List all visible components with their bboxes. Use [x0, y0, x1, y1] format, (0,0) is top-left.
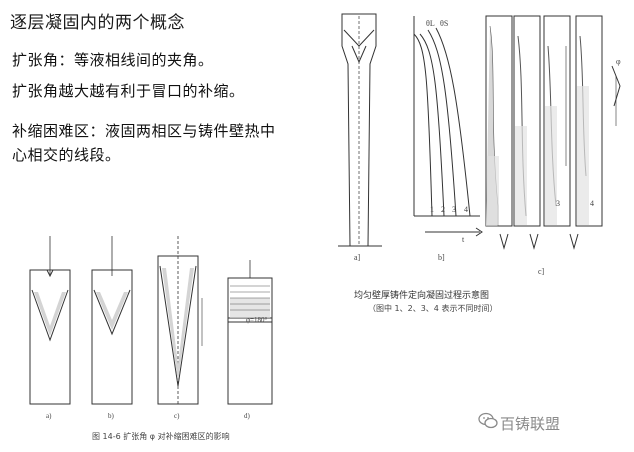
- panel-label-d: d): [244, 412, 251, 420]
- strip-3: 3: [556, 199, 560, 208]
- curve-4: 4: [464, 205, 468, 214]
- right-figure-caption: 均匀壁厚铸件定向凝固过程示意图: [354, 291, 490, 301]
- label-phi: φ: [616, 57, 621, 66]
- wechat-icon: [478, 412, 498, 429]
- statement-expansion-angle: 扩张角越大越有利于冒口的补缩。: [12, 82, 245, 100]
- curve-2: 2: [441, 205, 445, 214]
- expansion-angle-diagram: a) b) c) d) φ=180°: [29, 236, 273, 420]
- strip-4: 4: [590, 199, 594, 208]
- curve-1: 1: [430, 205, 434, 214]
- label-t: t: [462, 235, 465, 244]
- right-figure-caption-note: （图中 1、2、3、4 表示不同时间）: [368, 304, 498, 313]
- label-theta-s: θS: [440, 19, 448, 28]
- curve-3: 3: [452, 205, 456, 214]
- left-figure-caption: 图 14-6 扩张角 φ 对补缩困难区的影响: [92, 432, 230, 441]
- definition-expansion-angle: 扩张角：等液相线间的夹角。: [12, 51, 214, 69]
- page-title: 逐层凝固内的两个概念: [10, 13, 185, 33]
- panel-label-c: c): [174, 412, 180, 420]
- label-c: c]: [538, 267, 545, 276]
- label-b: b]: [438, 253, 445, 262]
- panel-label-b: b): [108, 412, 115, 420]
- definition-feeding-difficult-zone: 补缩困难区：液固两相区与铸件壁热中: [12, 122, 276, 140]
- watermark-text: 百铸联盟: [500, 415, 561, 433]
- panel-label-a: a): [46, 412, 52, 420]
- definition-feeding-difficult-zone-cont: 心相交的线段。: [12, 146, 121, 164]
- label-a: a]: [354, 253, 361, 262]
- label-theta-l: θL: [426, 19, 435, 28]
- angle-note: φ=180°: [246, 316, 267, 324]
- directional-solidification-diagram: a] b] c] t θL θS 1 2 3 4 3 4 φ: [338, 13, 621, 276]
